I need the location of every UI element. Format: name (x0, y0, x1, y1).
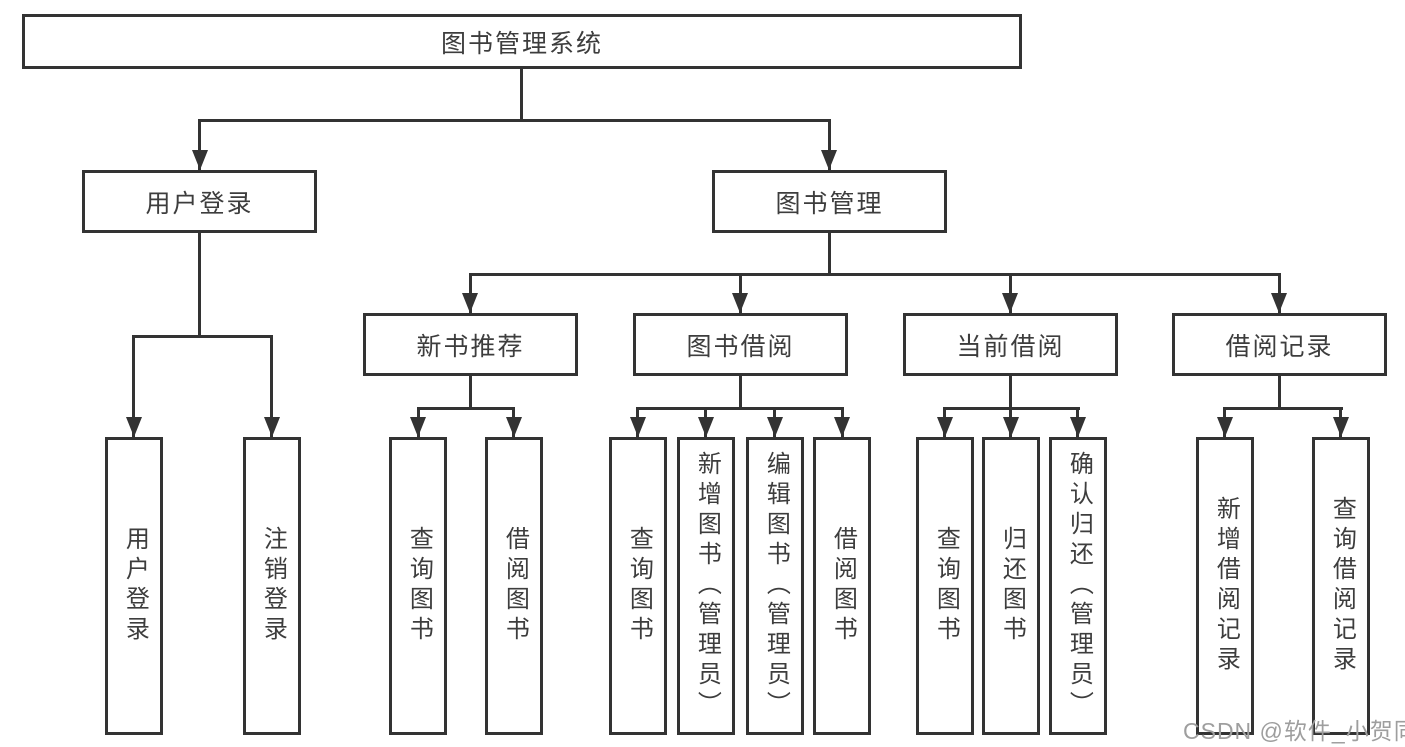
connector-line (469, 273, 1281, 276)
arrowhead-icon (1070, 417, 1086, 437)
connector-line (198, 119, 831, 122)
arrowhead-icon (698, 417, 714, 437)
node-book-management-branch: 图书管理 (712, 170, 947, 233)
leaf-add-borrow-record: 新增借阅记录 (1196, 437, 1254, 735)
connector-line (636, 407, 844, 410)
arrowhead-icon (126, 417, 142, 437)
node-library-system: 图书管理系统 (22, 14, 1022, 69)
leaf-label: 注销登录 (259, 526, 287, 646)
arrowhead-icon (506, 417, 522, 437)
arrowhead-icon (192, 150, 208, 170)
leaf-confirm-return-admin: 确认归还（管理员） (1049, 437, 1107, 735)
leaf-label: 归还图书 (998, 526, 1026, 646)
arrowhead-icon (1002, 293, 1018, 313)
arrowhead-icon (410, 417, 426, 437)
arrowhead-icon (821, 150, 837, 170)
node-book-borrow: 图书借阅 (633, 313, 848, 376)
connector-line (132, 335, 273, 338)
connector-line (1223, 407, 1343, 410)
connector-line (1278, 376, 1281, 407)
arrowhead-icon (767, 417, 783, 437)
leaf-logout: 注销登录 (243, 437, 301, 735)
arrowhead-icon (937, 417, 953, 437)
node-user-login-branch: 用户登录 (82, 170, 317, 233)
leaf-label: 确认归还（管理员） (1065, 451, 1093, 721)
connector-line (132, 335, 135, 437)
leaf-add-books-admin: 新增图书（管理员） (677, 437, 735, 735)
leaf-edit-books-admin: 编辑图书（管理员） (746, 437, 804, 735)
arrowhead-icon (1217, 417, 1233, 437)
leaf-query-books-recommend: 查询图书 (389, 437, 447, 735)
node-new-book-recommend: 新书推荐 (363, 313, 578, 376)
leaf-query-books-current: 查询图书 (916, 437, 974, 735)
leaf-label: 借阅图书 (501, 526, 529, 646)
leaf-label: 查询图书 (405, 526, 433, 646)
leaf-borrow-books: 借阅图书 (813, 437, 871, 735)
leaf-query-books-borrow: 查询图书 (609, 437, 667, 735)
leaf-return-books: 归还图书 (982, 437, 1040, 735)
connector-line (828, 232, 831, 273)
connector-line (469, 376, 472, 407)
leaf-label: 用户登录 (121, 526, 149, 646)
leaf-borrow-books-recommend: 借阅图书 (485, 437, 543, 735)
connector-line (270, 335, 273, 437)
leaf-label: 新增借阅记录 (1212, 496, 1240, 676)
leaf-label: 查询图书 (625, 526, 653, 646)
arrowhead-icon (1333, 417, 1349, 437)
connector-line (520, 69, 523, 119)
connector-line (739, 376, 742, 407)
csdn-watermark: CSDN @软件_小贺同学 (1183, 718, 1405, 744)
leaf-label: 查询图书 (932, 526, 960, 646)
connector-line (198, 233, 201, 335)
arrowhead-icon (834, 417, 850, 437)
leaf-query-borrow-record: 查询借阅记录 (1312, 437, 1370, 735)
arrowhead-icon (462, 293, 478, 313)
leaf-label: 新增图书（管理员） (693, 451, 721, 721)
connector-line (198, 119, 201, 170)
arrowhead-icon (1003, 417, 1019, 437)
connector-line (828, 119, 831, 170)
leaf-label: 借阅图书 (829, 526, 857, 646)
arrowhead-icon (264, 417, 280, 437)
leaf-label: 查询借阅记录 (1328, 496, 1356, 676)
arrowhead-icon (732, 293, 748, 313)
node-current-borrow: 当前借阅 (903, 313, 1118, 376)
arrowhead-icon (1271, 293, 1287, 313)
arrowhead-icon (630, 417, 646, 437)
leaf-label: 编辑图书（管理员） (762, 451, 790, 721)
connector-line (417, 407, 515, 410)
connector-line (1009, 376, 1012, 407)
node-borrow-record: 借阅记录 (1172, 313, 1387, 376)
leaf-user-login: 用户登录 (105, 437, 163, 735)
